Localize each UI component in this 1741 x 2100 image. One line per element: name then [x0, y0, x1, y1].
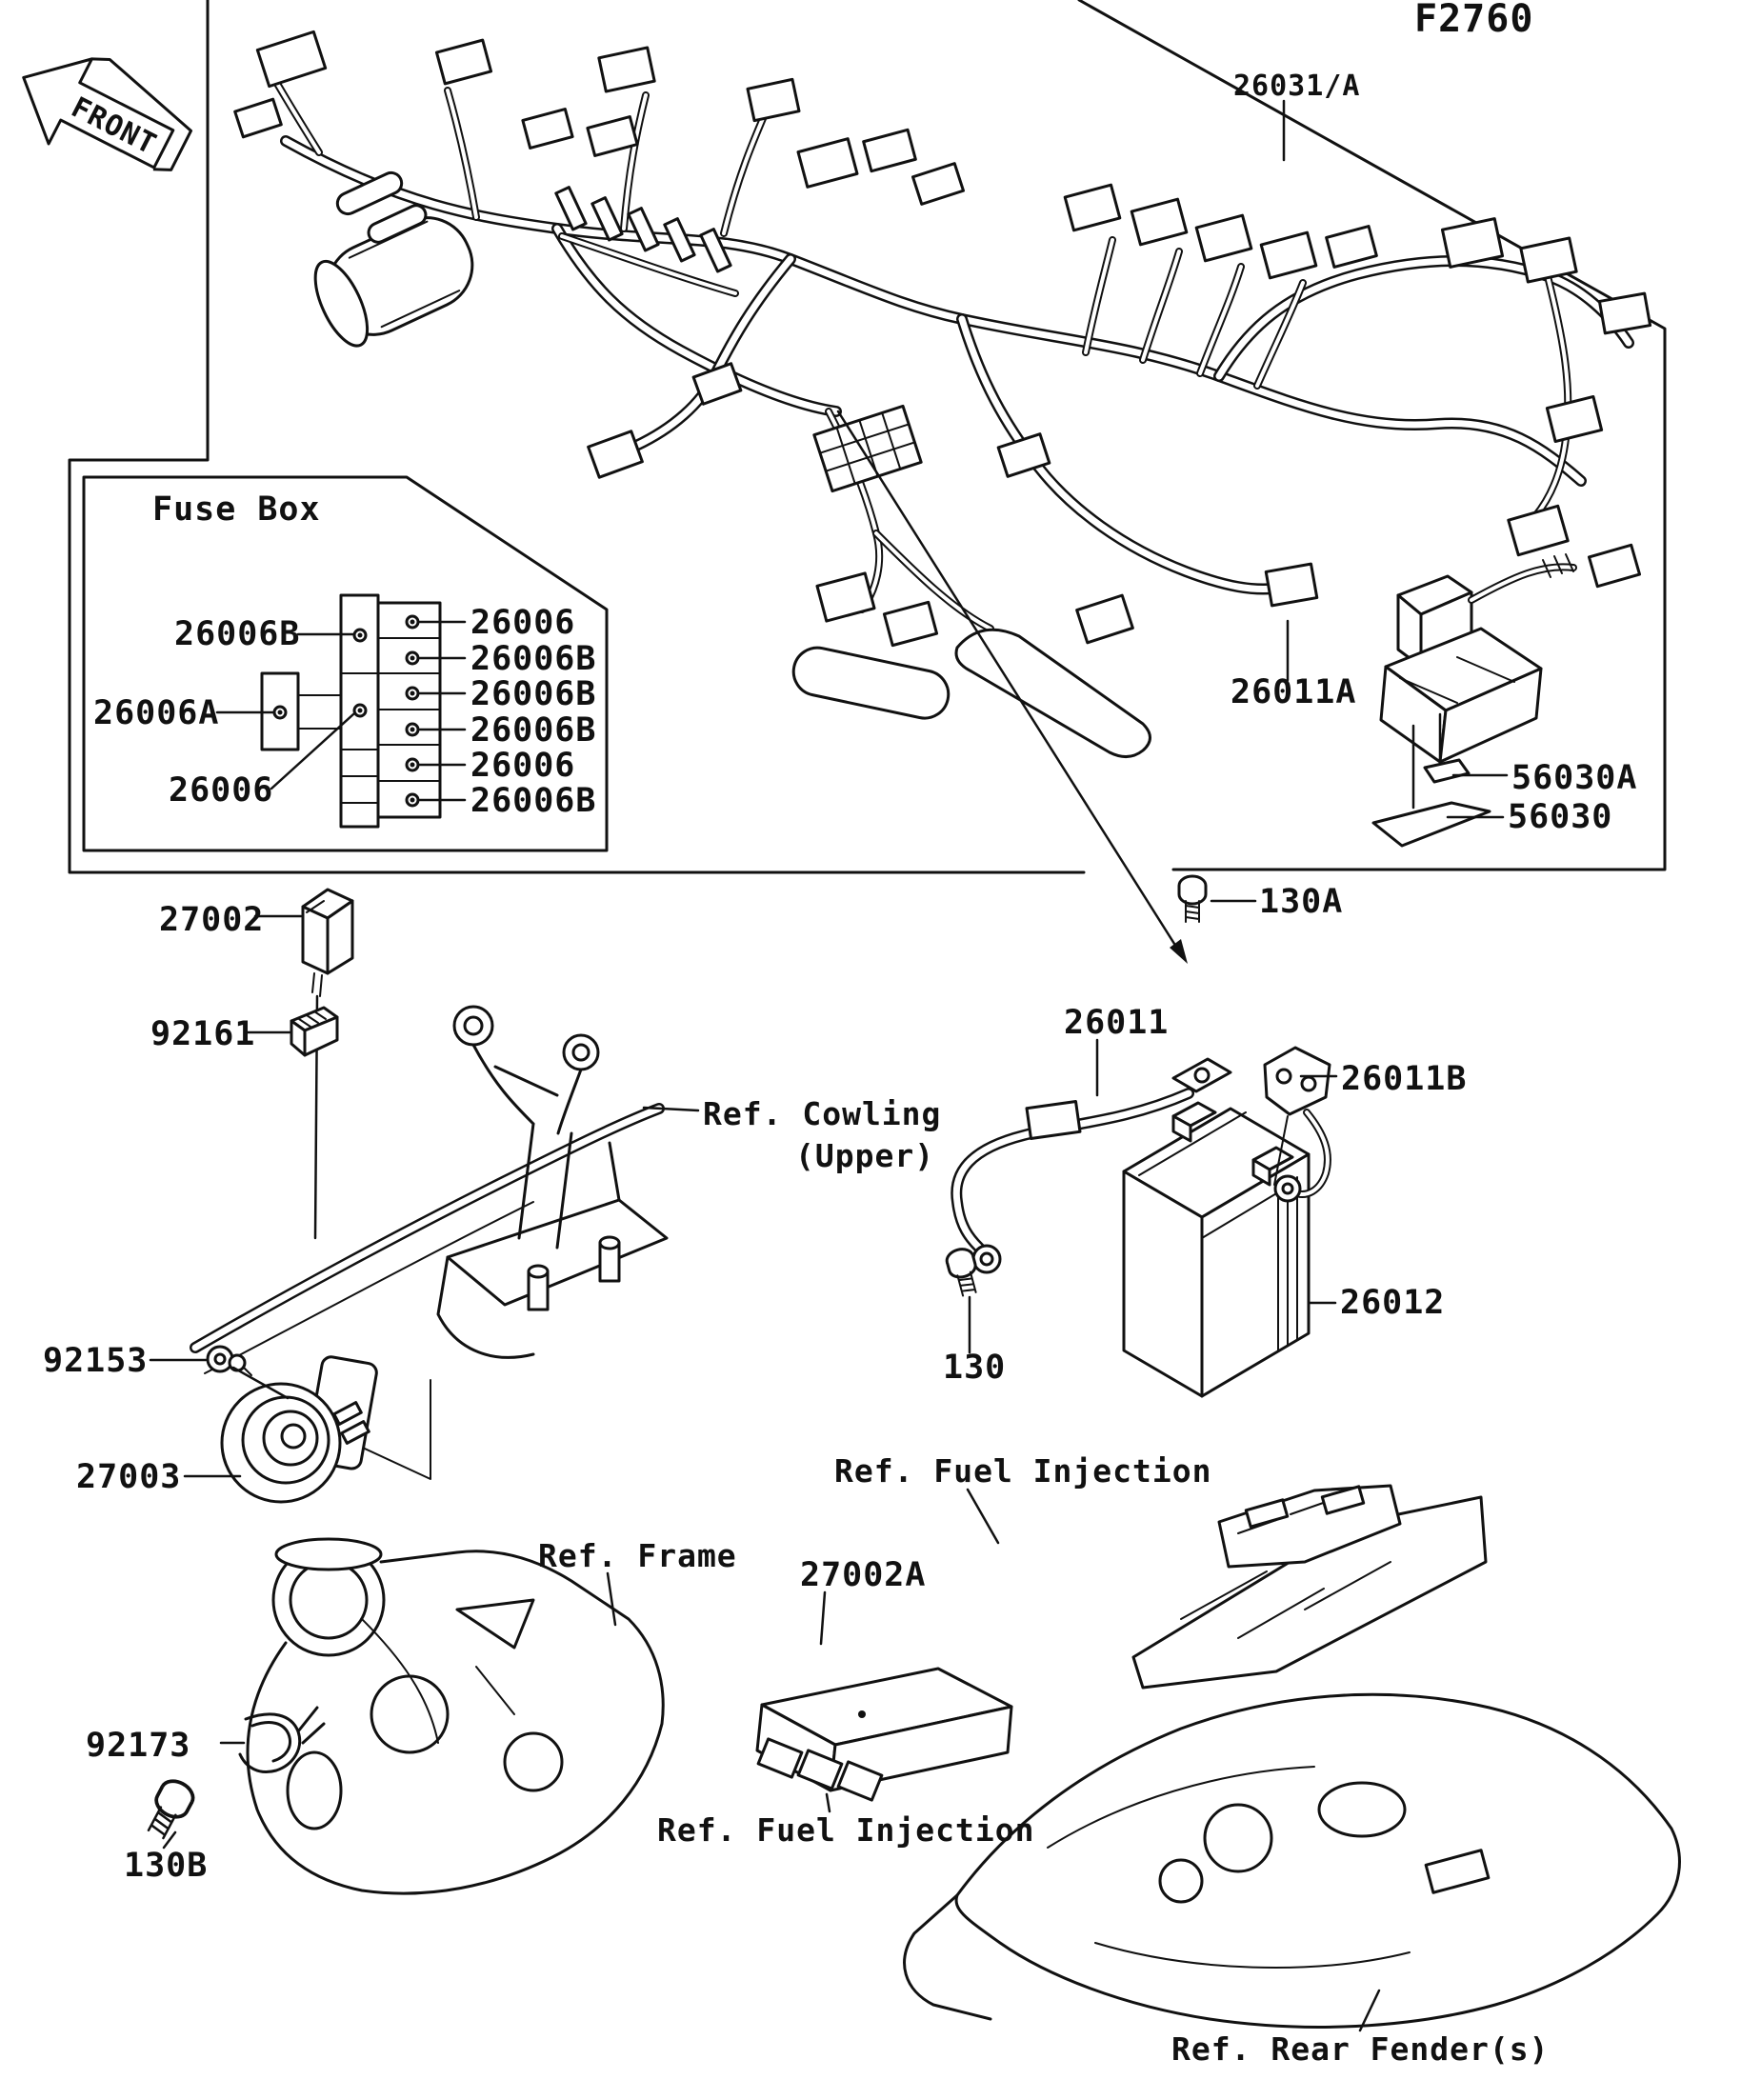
junction-box-illustration — [1371, 553, 1577, 848]
callout-bolt-a: 130A — [1259, 883, 1343, 921]
fuse-box-title: Fuse Box — [152, 490, 321, 529]
ground-cable-illustration — [1263, 1046, 1331, 1203]
ref-frame: Ref. Frame — [538, 1537, 737, 1574]
callout-fuse-row-3: 26006B — [470, 675, 596, 713]
ref-rear-fender: Ref. Rear Fender(s) — [1171, 2030, 1550, 2068]
battery-illustration — [1122, 1101, 1311, 1398]
callout-battery-cable: 26011 — [1064, 1004, 1169, 1042]
damper-small-part — [1423, 758, 1471, 784]
rear-fender-illustration — [903, 1692, 1681, 2029]
bolt-a-icon — [1177, 874, 1208, 924]
callout-battery: 26012 — [1340, 1284, 1445, 1322]
fuse-illustration — [290, 1006, 339, 1057]
callout-nut: 92153 — [43, 1342, 148, 1380]
callout-fuse-row-4: 26006B — [470, 711, 596, 750]
battery-cable-illustration — [951, 1057, 1232, 1274]
callout-harness-joint: 26011A — [1231, 673, 1356, 711]
harness-connectors — [233, 30, 1652, 758]
callout-harness: 26031/A — [1233, 70, 1360, 103]
callout-fuse-row-6: 26006B — [470, 782, 596, 820]
wiring-harness-illustration — [233, 30, 1652, 758]
relay-illustration — [301, 888, 354, 1240]
nut-illustration — [206, 1345, 252, 1376]
callout-fuse-row-1: 26006 — [470, 604, 575, 642]
leader-lines — [149, 99, 1509, 2032]
ref-cowling-line2: (Upper) — [795, 1137, 934, 1174]
callout-fuse-row-5: 26006 — [470, 747, 575, 785]
callout-bolt-b: 130B — [124, 1847, 208, 1885]
ref-fuel-injection-lower: Ref. Fuel Injection — [657, 1811, 1035, 1849]
callout-fuse-row-2: 26006B — [470, 640, 596, 678]
cowling-stay-illustration — [190, 1005, 669, 1480]
frame-illustration — [246, 1537, 665, 1895]
callout-horn: 27003 — [76, 1458, 181, 1496]
callout-bolt: 130 — [943, 1349, 1006, 1387]
callout-fuse-26006a: 26006A — [93, 694, 219, 732]
callout-damper-small: 56030A — [1511, 759, 1637, 797]
callout-relay: 27002 — [159, 901, 264, 939]
ref-cowling-line1: Ref. Cowling — [703, 1095, 941, 1132]
region-borders — [68, 0, 1667, 874]
horn-illustration — [220, 1355, 378, 1504]
fuse-box-schematic — [215, 593, 467, 829]
callout-relay-a: 27002A — [800, 1556, 926, 1594]
ecu-illustration — [755, 1667, 1013, 1802]
fuse-terminal-dots — [272, 614, 420, 808]
harness-pointer-arrow — [836, 410, 1188, 964]
clamp-illustration — [238, 1706, 326, 1773]
damper-part — [1371, 801, 1491, 848]
bolt-b-icon — [139, 1773, 200, 1845]
figure-code-label: F2760 — [1414, 0, 1533, 41]
harness-joint-connector — [1264, 562, 1319, 608]
harness-sheath — [313, 216, 474, 348]
harness-terminal-row — [554, 186, 732, 273]
callout-clamp: 92173 — [86, 1727, 190, 1765]
callout-damper: 56030 — [1508, 798, 1612, 836]
callout-fuse: 92161 — [150, 1015, 255, 1053]
ref-fuel-injection-upper: Ref. Fuel Injection — [834, 1452, 1212, 1490]
callout-fuse-26006-left: 26006 — [169, 771, 273, 810]
front-arrow-icon: FRONT — [22, 57, 193, 171]
callout-ground-cable: 26011B — [1341, 1060, 1467, 1098]
callout-fuse-26006b-left: 26006B — [174, 615, 300, 653]
fuse-box-outline — [82, 475, 609, 852]
fi-bracket-illustration — [1131, 1484, 1488, 1690]
